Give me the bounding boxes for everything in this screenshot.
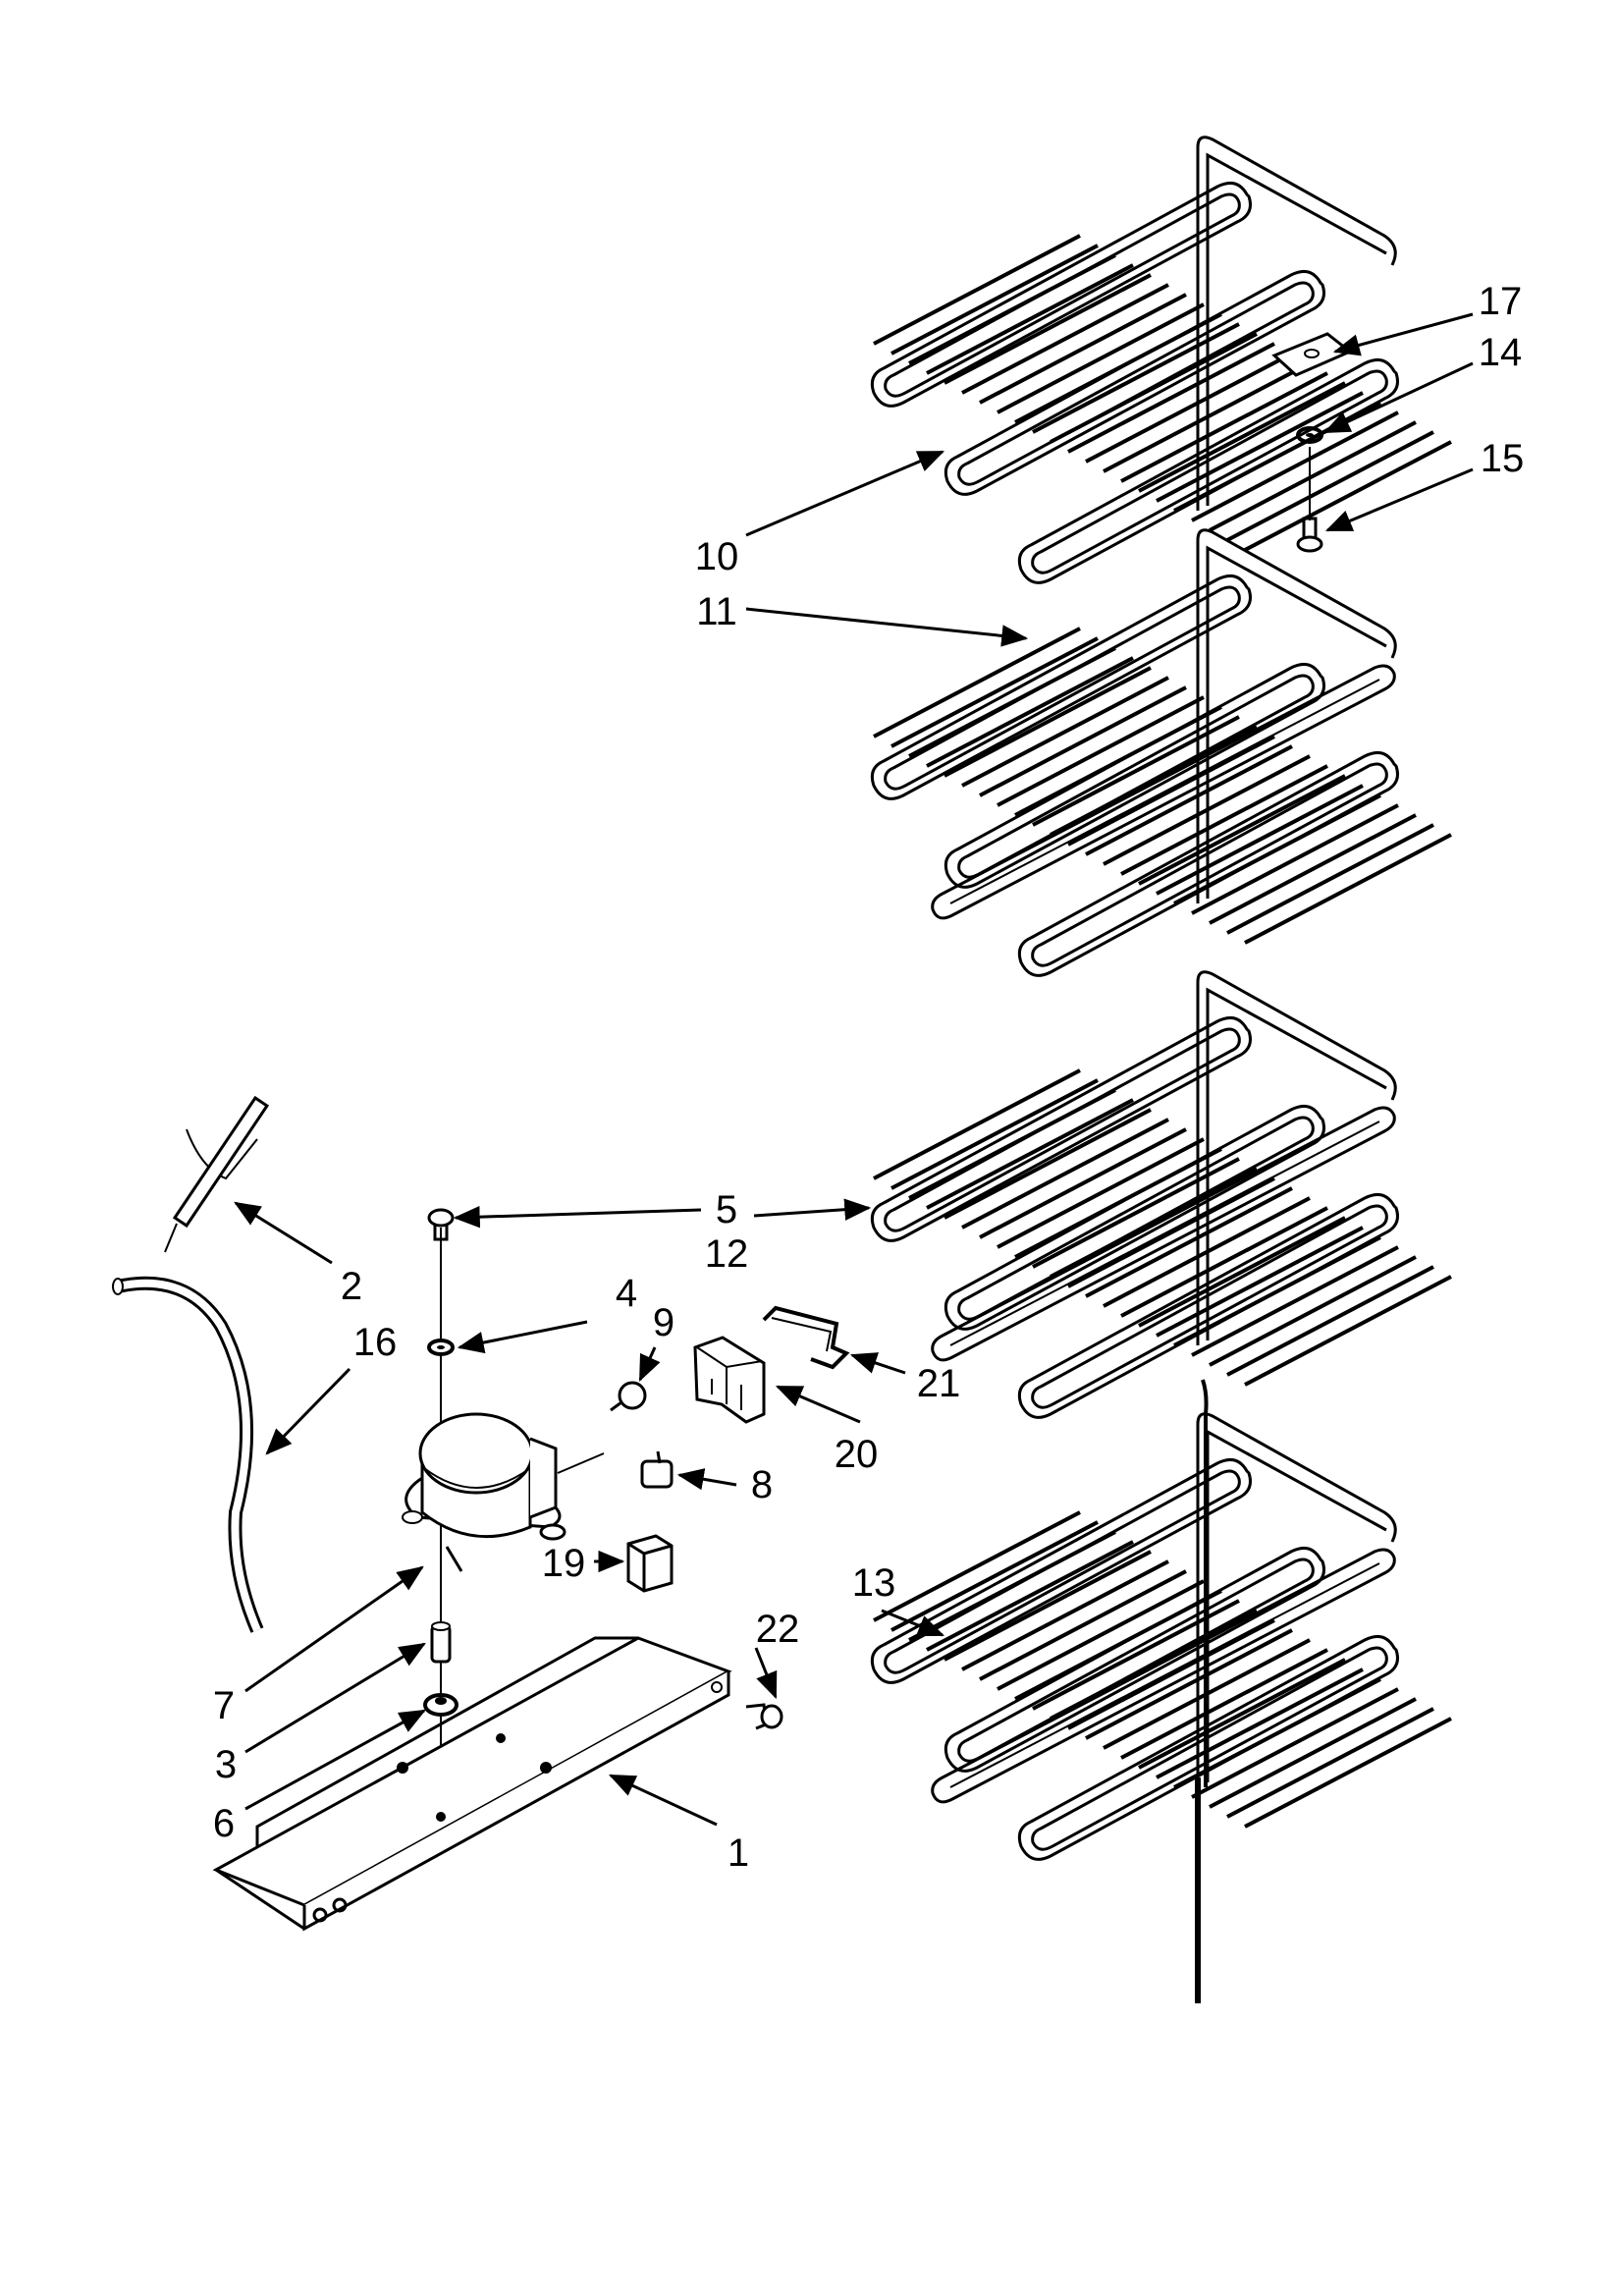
callout-12: 12 [705, 1232, 749, 1276]
callout-3: 3 [215, 1743, 237, 1786]
clip-21 [762, 1305, 850, 1370]
callout-labels: 1 2 3 4 5 6 7 8 9 10 11 12 13 14 15 16 1… [213, 280, 1524, 1875]
compressor-base-1 [212, 1636, 732, 1932]
callout-15: 15 [1481, 437, 1525, 480]
callout-20: 20 [835, 1433, 879, 1476]
leader-lines [234, 312, 1474, 1827]
callout-5: 5 [716, 1188, 737, 1231]
callout-2: 2 [341, 1265, 362, 1308]
screw-22 [745, 1703, 783, 1730]
callout-9: 9 [653, 1301, 674, 1344]
drier-2 [164, 1095, 270, 1253]
callout-8: 8 [751, 1463, 773, 1506]
relay-8 [640, 1450, 674, 1489]
screw-15 [1296, 517, 1323, 553]
bracket-17 [1271, 332, 1353, 377]
callout-13: 13 [852, 1561, 896, 1605]
washer-14 [1296, 426, 1323, 444]
callout-16: 16 [353, 1321, 398, 1364]
callout-11: 11 [696, 590, 737, 633]
callout-10: 10 [695, 535, 739, 578]
cover-20 [693, 1336, 766, 1424]
tubing-16 [112, 1276, 264, 1633]
callout-6: 6 [213, 1802, 235, 1845]
sleeve-3 [430, 1621, 452, 1664]
callout-4: 4 [616, 1272, 637, 1315]
washer-4 [427, 1339, 455, 1356]
overload-9 [610, 1381, 647, 1412]
callout-19: 19 [542, 1542, 586, 1585]
callout-14: 14 [1479, 331, 1523, 374]
shelf-13 [870, 1379, 1453, 2003]
grommet-6 [423, 1693, 458, 1717]
compressor-7 [402, 1412, 605, 1572]
callout-22: 22 [756, 1608, 800, 1651]
callout-21: 21 [917, 1362, 961, 1405]
callout-1: 1 [728, 1831, 749, 1875]
capacitor-19 [626, 1534, 674, 1593]
shelf-12 [870, 969, 1453, 1420]
callout-7: 7 [213, 1684, 235, 1727]
screw-5 [427, 1208, 455, 1241]
shelf-11 [870, 527, 1453, 978]
callout-17: 17 [1479, 280, 1523, 323]
